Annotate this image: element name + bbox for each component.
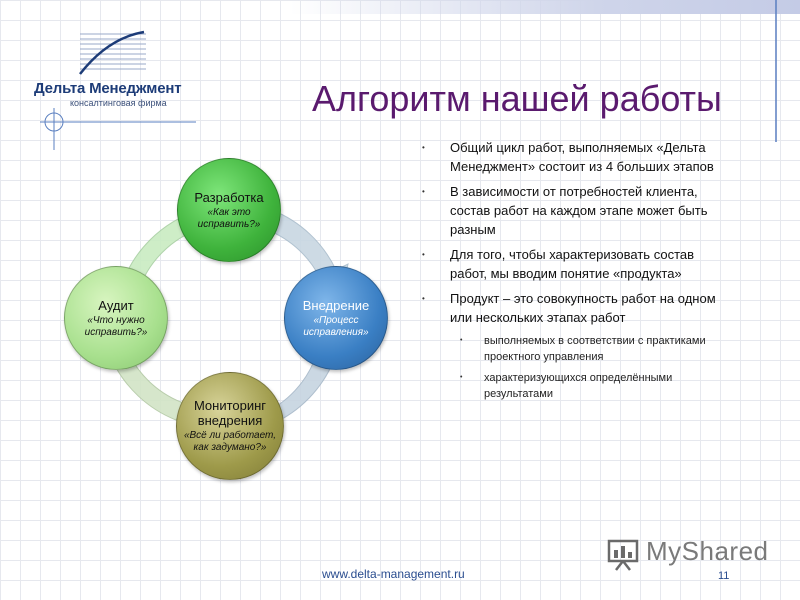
top-gradient-band [290, 0, 800, 14]
footer-url[interactable]: www.delta-management.ru [322, 567, 465, 581]
bullet-list: Общий цикл работ, выполняемых «Дельта Ме… [420, 138, 730, 407]
stage-development-subtitle: «Как это исправить?» [197, 206, 261, 230]
stage-implementation-title: Внедрение [302, 297, 370, 313]
logo-subtitle: консалтинговая фирма [70, 98, 167, 108]
logo-name: Дельта Менеджмент [34, 80, 182, 97]
sub-bullet-item: характеризующихся определёнными результа… [420, 370, 730, 402]
sub-bullet-item: выполняемых в соответствии с практиками … [420, 333, 730, 365]
stage-implementation-subtitle: «Процесс исправления» [303, 314, 369, 338]
watermark-text: MyShared [646, 536, 769, 566]
stage-development: Разработка «Как это исправить?» [177, 158, 281, 262]
presentation-icon [607, 539, 639, 571]
company-logo: Дельта Менеджмент консалтинговая фирма [34, 28, 194, 108]
stage-development-title: Разработка [194, 189, 264, 205]
logo-curve-icon [79, 30, 146, 75]
stage-audit-title: Аудит [98, 297, 134, 313]
bullet-item: Продукт – это совокупность работ на одно… [420, 289, 730, 327]
stage-implementation: Внедрение «Процесс исправления» [284, 266, 388, 370]
bullet-item: В зависимости от потребностей клиента, с… [420, 182, 730, 239]
bullet-item: Общий цикл работ, выполняемых «Дельта Ме… [420, 138, 730, 176]
page-number: 11 [718, 570, 730, 582]
stage-monitoring-subtitle: «Всё ли работает, как задумано?» [183, 430, 277, 453]
slide-title: Алгоритм нашей работы [312, 78, 722, 119]
watermark: MyShared [606, 536, 776, 572]
cycle-diagram: Разработка «Как это исправить?» Внедрени… [50, 150, 390, 490]
bullet-item: Для того, чтобы характеризовать состав р… [420, 245, 730, 283]
stage-monitoring: Мониторинг внедрения «Всё ли работает, к… [176, 372, 284, 480]
stage-audit: Аудит «Что нужно исправить?» [64, 266, 168, 370]
stage-monitoring-title: Мониторинг внедрения [193, 398, 267, 428]
stage-audit-subtitle: «Что нужно исправить?» [84, 314, 148, 338]
